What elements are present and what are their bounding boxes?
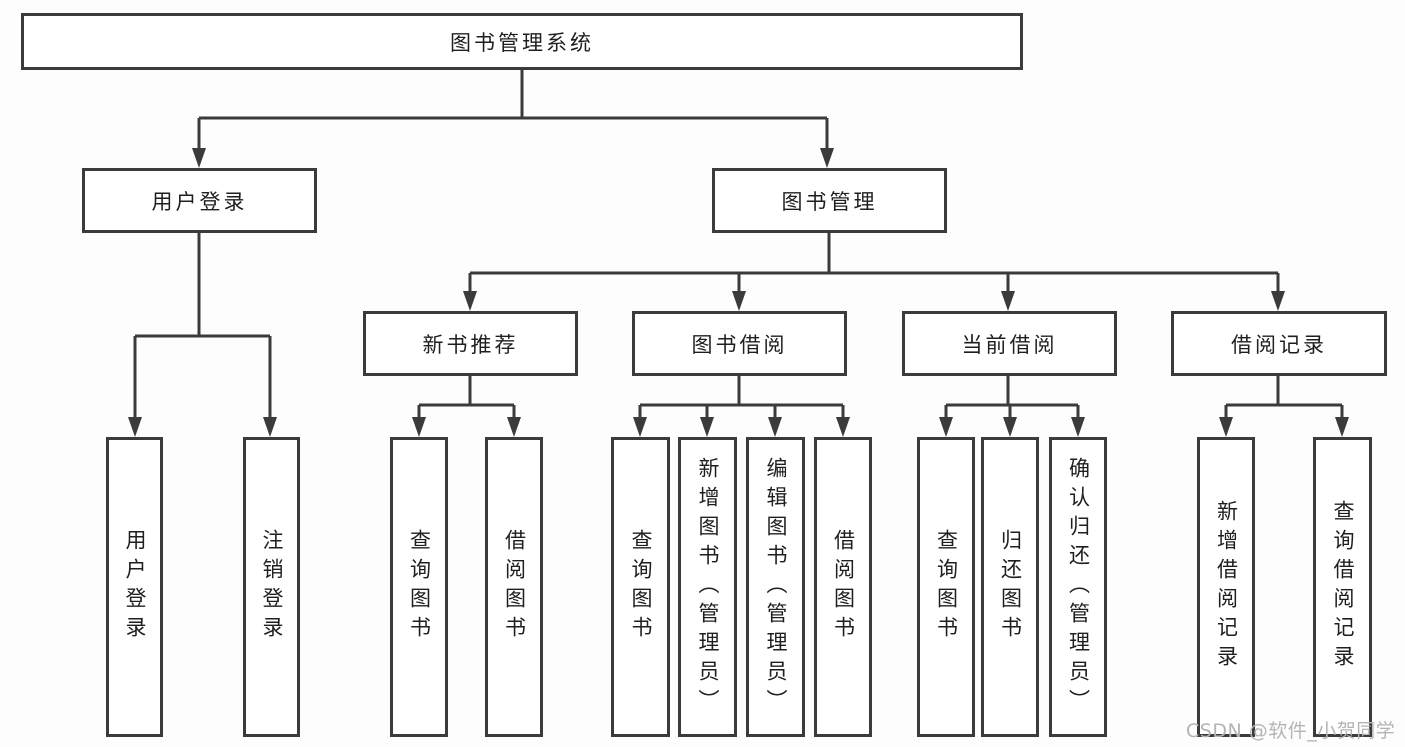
node-label: 当前借阅 (961, 332, 1058, 357)
leaf-borrow-add-book-admin: 新增图书（管理员） (678, 437, 737, 737)
node-label: 图书管理 (781, 189, 878, 214)
node-label: 图书借阅 (691, 332, 788, 357)
csdn-watermark: CSDN @软件_小贺同学 (1186, 720, 1396, 742)
arrowhead-icons (128, 148, 1349, 437)
leaf-borrow-edit-book-admin: 编辑图书（管理员） (746, 437, 805, 737)
node-current-borrow: 当前借阅 (902, 311, 1117, 376)
node-label: 用户登录 (151, 189, 248, 214)
leaf-logout: 注销登录 (243, 437, 300, 737)
node-book-borrow: 图书借阅 (632, 311, 847, 376)
node-label: 归还图书 (998, 529, 1023, 645)
node-label: 查询图书 (934, 529, 959, 645)
leaf-borrow-query-book: 查询图书 (611, 437, 670, 737)
node-label: 编辑图书（管理员） (764, 456, 788, 718)
node-label: 图书管理系统 (450, 30, 594, 55)
leaf-current-confirm-return-admin: 确认归还（管理员） (1049, 437, 1107, 737)
leaf-records-query-record: 查询借阅记录 (1313, 437, 1372, 737)
node-label: 查询图书 (407, 529, 432, 645)
node-root-system: 图书管理系统 (21, 13, 1023, 70)
node-user-login: 用户登录 (82, 168, 317, 233)
leaf-recommend-query-book: 查询图书 (390, 437, 448, 737)
node-book-management: 图书管理 (712, 168, 947, 233)
leaf-user-login: 用户登录 (106, 437, 163, 737)
node-new-book-recommend: 新书推荐 (363, 311, 578, 376)
node-label: 新书推荐 (422, 332, 519, 357)
leaf-borrow-borrow-book: 借阅图书 (814, 437, 872, 737)
leaf-current-query-book: 查询图书 (917, 437, 975, 737)
node-label: 查询借阅记录 (1331, 500, 1355, 674)
node-label: 借阅图书 (502, 529, 527, 645)
node-label: 确认归还（管理员） (1066, 456, 1091, 718)
leaf-current-return-book: 归还图书 (981, 437, 1039, 737)
leaf-records-add-record: 新增借阅记录 (1197, 437, 1255, 737)
node-label: 借阅图书 (831, 529, 856, 645)
node-label: 用户登录 (123, 529, 147, 645)
node-label: 查询图书 (629, 529, 653, 645)
leaf-recommend-borrow-book: 借阅图书 (485, 437, 543, 737)
node-label: 注销登录 (260, 529, 284, 645)
node-label: 新增图书（管理员） (696, 456, 720, 718)
node-label: 借阅记录 (1231, 332, 1327, 357)
node-borrow-records: 借阅记录 (1171, 311, 1387, 376)
node-label: 新增借阅记录 (1214, 500, 1239, 674)
